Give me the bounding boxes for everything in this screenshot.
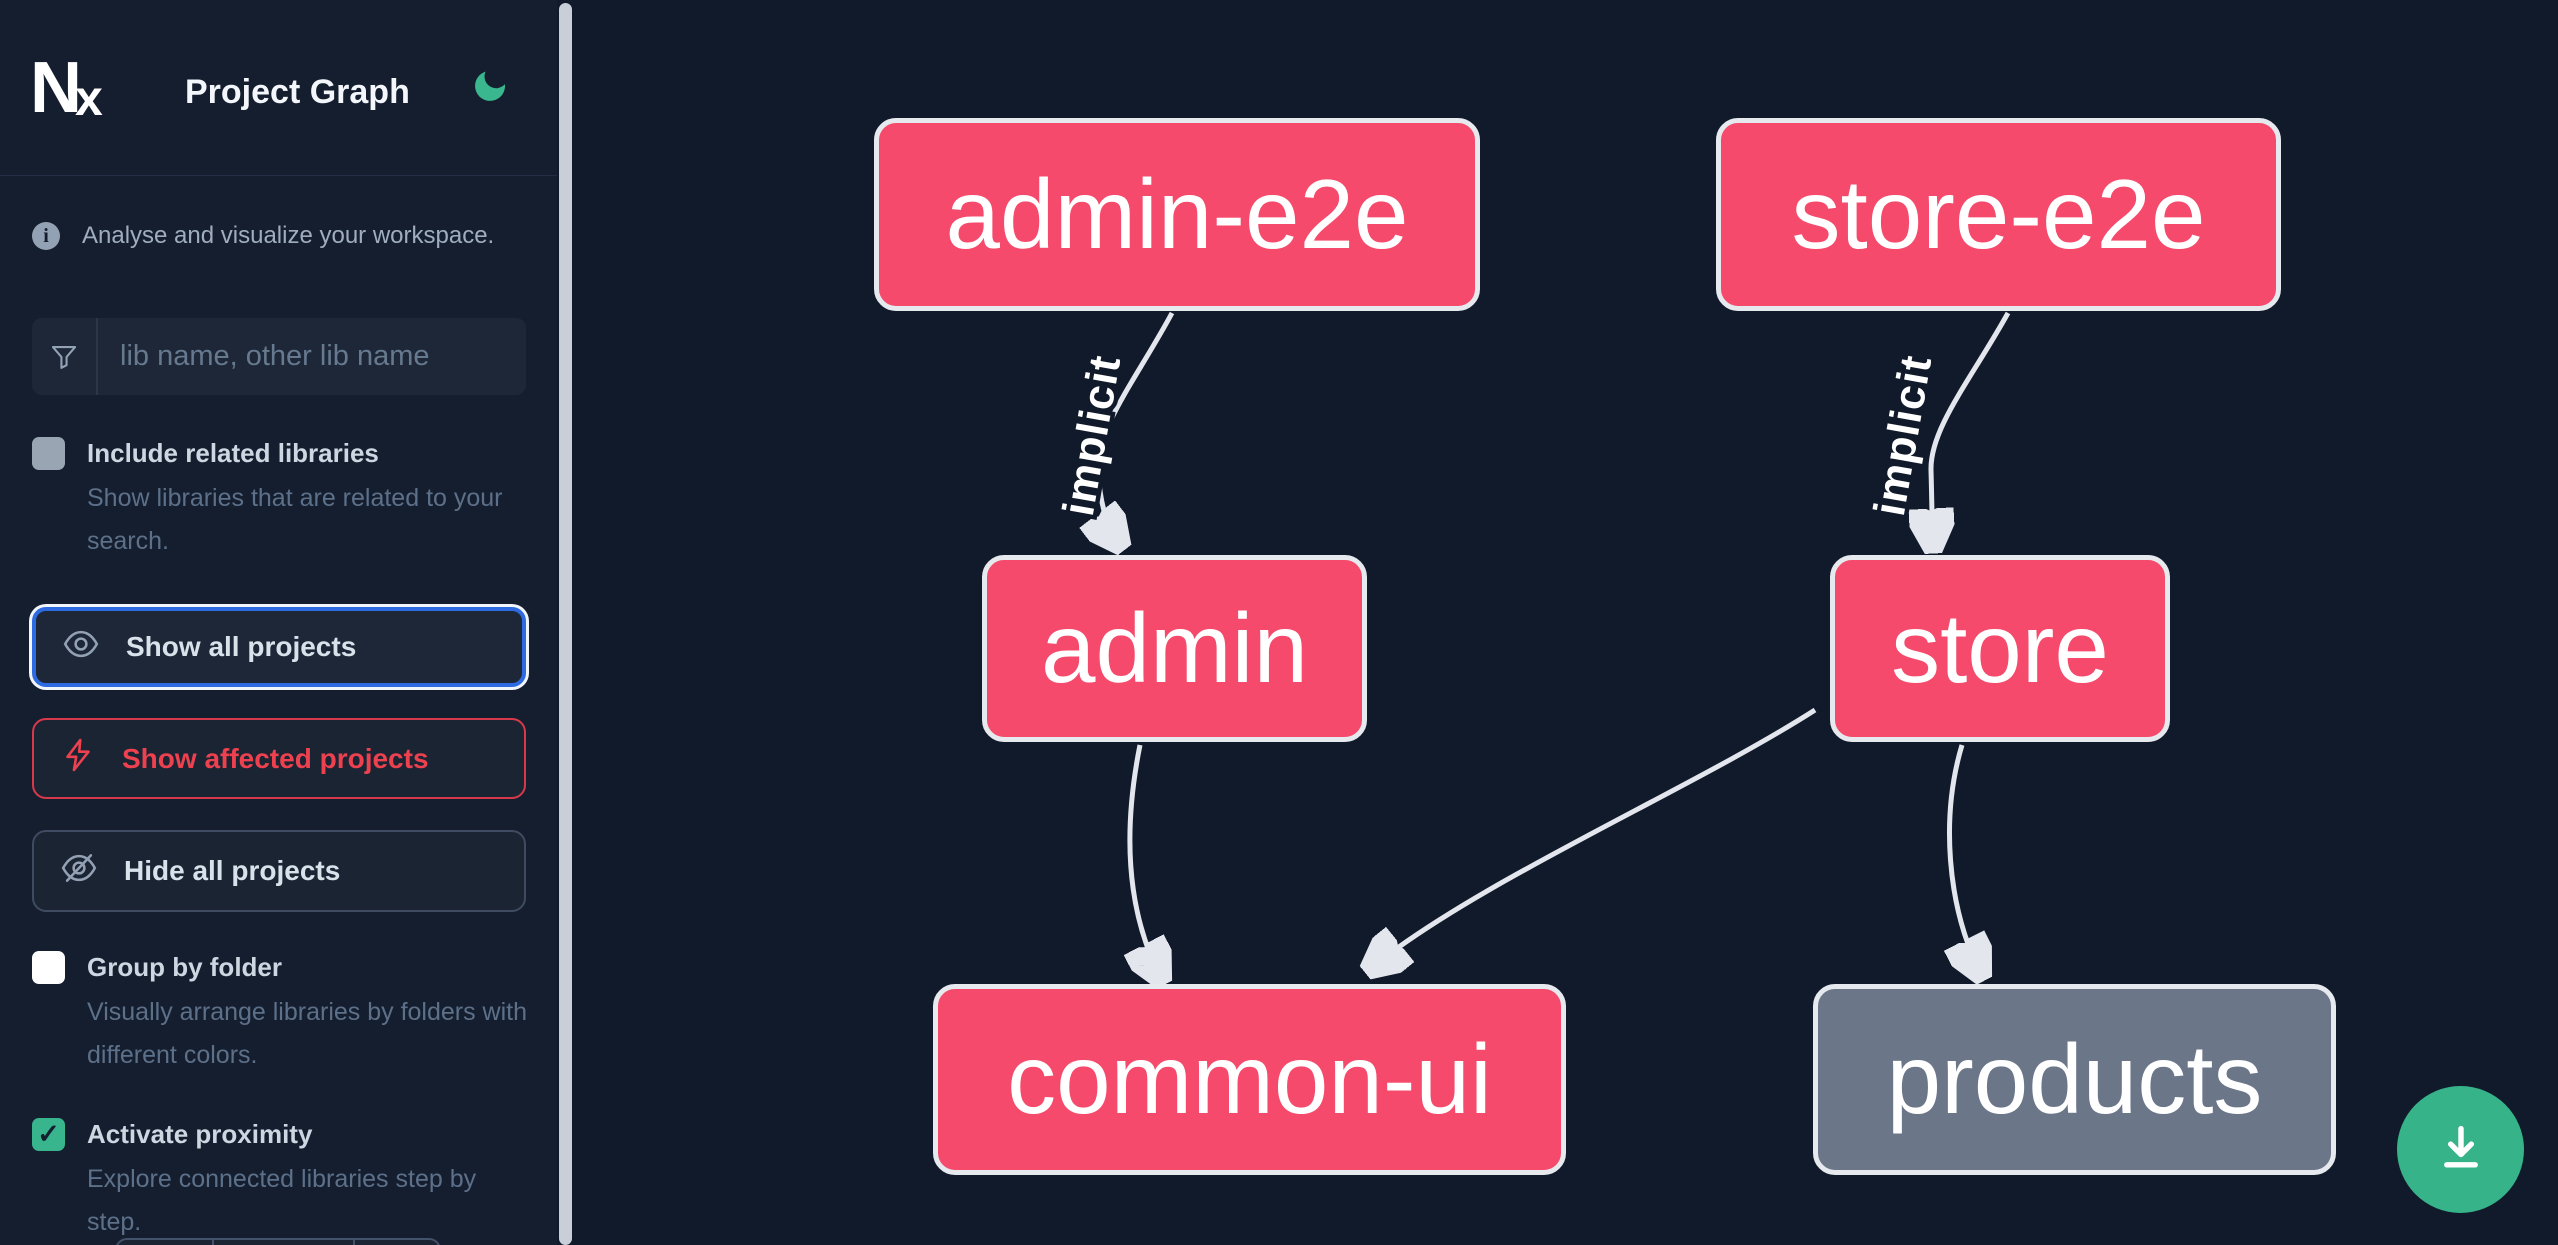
show-affected-projects-button[interactable]: Show affected projects [32, 718, 526, 799]
edge-store-to-products [1950, 744, 1981, 974]
page-title: Project Graph [185, 73, 410, 111]
moon-icon [470, 71, 510, 109]
proximity-value-field[interactable] [214, 1240, 355, 1245]
sidebar-scrollbar-thumb[interactable] [559, 3, 572, 1245]
toggle-group-by-folder: Group by folder Visually arrange librari… [32, 950, 534, 1077]
bolt-icon [60, 737, 96, 780]
show-all-projects-label: Show all projects [126, 631, 357, 662]
download-icon [2430, 1117, 2492, 1182]
edge-admin-e2e-to-admin [1098, 311, 1175, 544]
nx-logo-letter-x: x [75, 70, 103, 126]
include-related-checkbox[interactable] [32, 437, 65, 470]
graph-canvas[interactable]: implicit implicit admin-e2e store-e2e ad… [572, 0, 2558, 1245]
activate-proximity-description: Explore connected libraries step by step… [87, 1165, 477, 1236]
nx-logo[interactable]: N x [30, 48, 103, 128]
graph-edges: implicit implicit [1049, 311, 2011, 1245]
group-by-folder-label: Group by folder [87, 952, 282, 982]
graph-node-store[interactable]: store [1830, 555, 2170, 742]
edge-label-implicit-admin: implicit [1054, 351, 1130, 519]
graph-node-admin-e2e[interactable]: admin-e2e [874, 118, 1480, 311]
toggle-include-related: Include related libraries Show libraries… [32, 436, 534, 563]
search-box [32, 318, 526, 395]
group-by-folder-description: Visually arrange libraries by folders wi… [87, 998, 528, 1069]
toggle-activate-proximity: ✓ Activate proximity Explore connected l… [32, 1117, 534, 1244]
activate-proximity-label: Activate proximity [87, 1119, 313, 1149]
sidebar-header: N x Project Graph [0, 0, 557, 176]
show-all-projects-button[interactable]: Show all projects [32, 607, 526, 687]
edge-store-e2e-to-store [1931, 311, 2011, 546]
edge-admin-to-common-ui [1130, 744, 1161, 978]
filter-funnel-icon [32, 318, 98, 395]
eye-icon [62, 625, 100, 670]
hide-all-projects-label: Hide all projects [124, 855, 341, 886]
sidebar: N x Project Graph i Analyse and visualiz… [0, 0, 557, 1245]
workspace-tagline-row: i Analyse and visualize your workspace. [32, 222, 537, 250]
dark-mode-toggle[interactable] [470, 66, 510, 106]
graph-node-common-ui[interactable]: common-ui [933, 984, 1566, 1175]
include-related-label: Include related libraries [87, 438, 379, 468]
group-by-folder-checkbox[interactable] [32, 951, 65, 984]
graph-node-products[interactable]: products [1813, 984, 2336, 1175]
proximity-increment-button[interactable] [355, 1240, 439, 1245]
nx-logo-letter-n: N [30, 48, 82, 128]
hide-all-projects-button[interactable]: Hide all projects [32, 830, 526, 912]
workspace-tagline: Analyse and visualize your workspace. [82, 222, 495, 249]
proximity-decrement-button[interactable] [117, 1240, 214, 1245]
graph-node-admin[interactable]: admin [982, 555, 1367, 742]
activate-proximity-checkbox[interactable]: ✓ [32, 1118, 65, 1151]
show-affected-projects-label: Show affected projects [122, 742, 429, 774]
proximity-stepper [115, 1238, 441, 1245]
include-related-description: Show libraries that are related to your … [87, 484, 503, 555]
download-image-button[interactable] [2397, 1086, 2524, 1213]
graph-node-store-e2e[interactable]: store-e2e [1716, 118, 2281, 311]
eye-slash-icon [60, 849, 98, 894]
info-icon: i [32, 222, 60, 250]
edge-store-to-common-ui [1371, 707, 1817, 968]
search-input[interactable] [98, 318, 526, 395]
